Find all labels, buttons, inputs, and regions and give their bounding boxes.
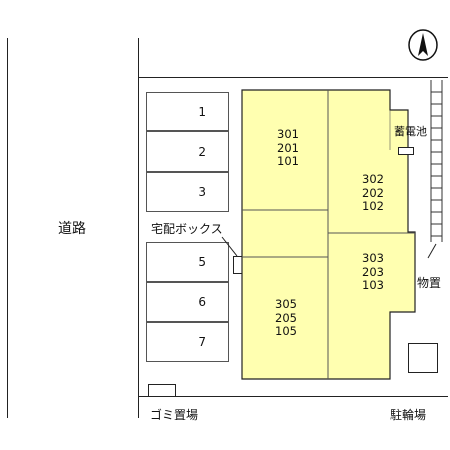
unit-block-a: 301 201 101 — [268, 127, 308, 169]
garbage-area-box — [148, 384, 176, 397]
unit-number: 303 — [362, 251, 384, 265]
lot-boundary-left — [138, 38, 139, 418]
unit-number: 203 — [362, 264, 384, 279]
parking-spot-1: 1 — [146, 92, 229, 131]
bicycle-parking-box — [408, 343, 438, 373]
battery-label: 蓄電池 — [394, 125, 427, 138]
road-edge-line — [7, 38, 8, 418]
parking-spot-6: 6 — [146, 282, 229, 322]
unit-number: 202 — [362, 185, 384, 200]
unit-block-c: 303 203 103 — [353, 251, 393, 293]
unit-number: 103 — [362, 278, 384, 292]
unit-block-b: 302 202 102 — [353, 172, 393, 214]
parking-spot-number: 1 — [198, 104, 206, 119]
unit-number: 305 — [275, 297, 297, 311]
storage-label: 物置 — [417, 276, 442, 290]
delivery-box-leader — [220, 236, 240, 258]
garbage-area-label: ゴミ置場 — [150, 408, 199, 422]
parking-spot-7: 7 — [146, 322, 229, 362]
storage-leader — [426, 243, 438, 259]
unit-number: 101 — [277, 154, 299, 168]
unit-number: 102 — [362, 199, 384, 213]
unit-number: 302 — [362, 172, 384, 186]
unit-number: 105 — [275, 324, 297, 338]
unit-number: 205 — [275, 310, 297, 325]
unit-block-d: 305 205 105 — [266, 297, 306, 339]
parking-spot-5: 5 — [146, 242, 229, 282]
delivery-box-label: 宅配ボックス — [151, 222, 223, 236]
north-arrow-icon — [407, 28, 439, 62]
unit-number: 301 — [277, 127, 299, 141]
parking-spot-number: 5 — [198, 255, 206, 269]
bicycle-parking-label: 駐輪場 — [390, 408, 427, 422]
parking-spot-2: 2 — [146, 131, 229, 172]
battery-box — [398, 147, 414, 155]
parking-spot-number: 7 — [198, 335, 206, 349]
unit-number: 201 — [277, 140, 299, 155]
lot-boundary — [138, 77, 448, 397]
road-label: 道路 — [58, 221, 86, 237]
parking-spot-3: 3 — [146, 172, 229, 212]
parking-spot-number: 3 — [198, 185, 206, 199]
storage-rack — [430, 80, 443, 242]
parking-spot-number: 2 — [198, 144, 206, 159]
parking-spot-number: 6 — [198, 295, 206, 309]
